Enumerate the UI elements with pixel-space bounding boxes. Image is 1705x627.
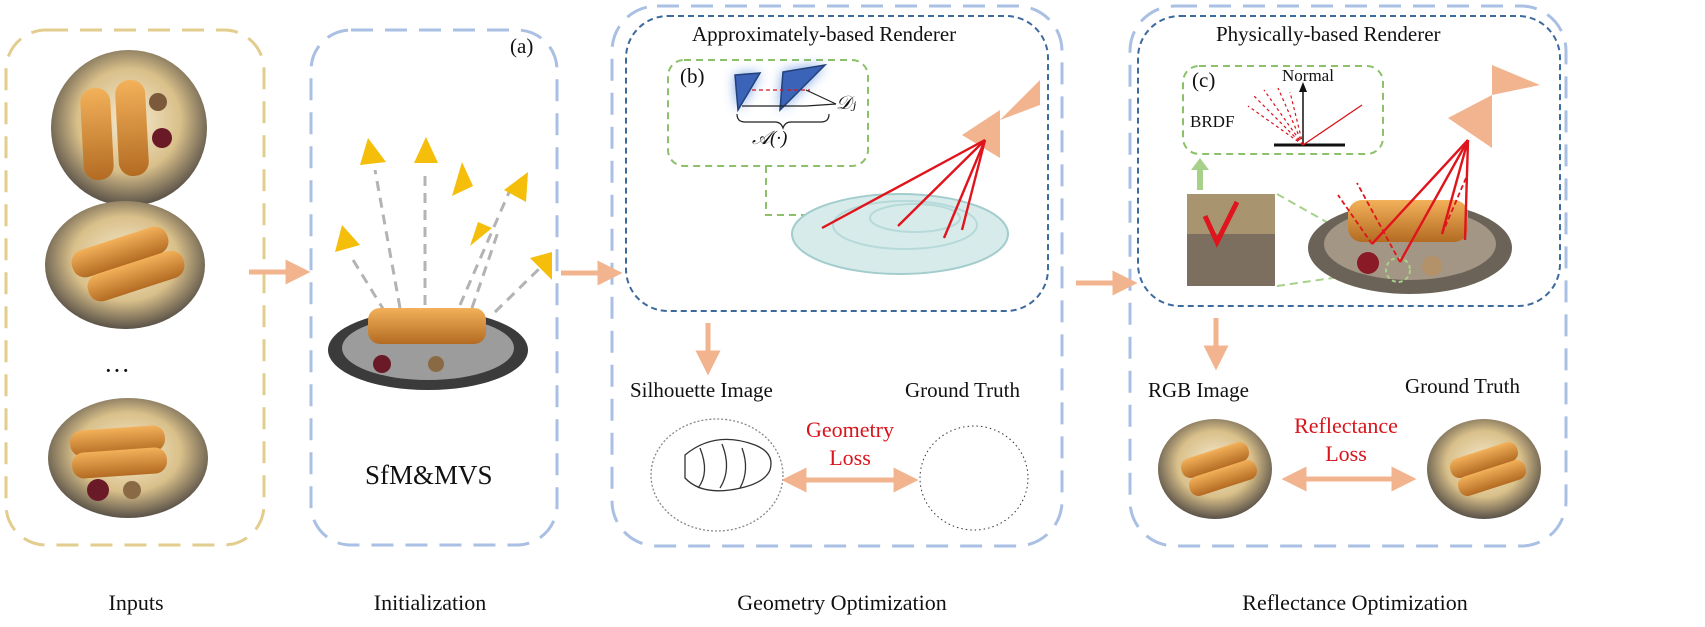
- rendered-plate-image: [1308, 200, 1512, 294]
- camera-frustum-icon: [1448, 65, 1540, 148]
- reflectance-caption: Reflectance Optimization: [1242, 590, 1468, 615]
- physical-renderer-title: Physically-based Renderer: [1216, 22, 1441, 46]
- point-cloud-image: [328, 308, 528, 390]
- triangle-glow-icon: [734, 63, 837, 130]
- reflectance-loss-line1: Reflectance: [1294, 413, 1398, 438]
- method-label: SfM&MVS: [365, 460, 493, 490]
- tag-a: (a): [510, 34, 534, 58]
- normal-label: Normal: [1282, 66, 1334, 85]
- mesh-wireframe: [791, 193, 1009, 275]
- input-plate-2: [45, 201, 205, 329]
- math-a: 𝒜(·): [752, 128, 788, 149]
- rgb-image-label: RGB Image: [1148, 378, 1249, 402]
- input-plate-1: [51, 50, 207, 206]
- brdf-label: BRDF: [1190, 112, 1235, 131]
- inset-c: [1182, 65, 1384, 155]
- reflectance-loss-label: Reflectance Loss: [1286, 412, 1406, 468]
- initialization-caption: Initialization: [373, 590, 487, 615]
- inset-b: [667, 59, 869, 167]
- ground-truth-silhouette: [919, 425, 1029, 531]
- input-plate-n: [48, 398, 208, 518]
- physical-rays: [1337, 139, 1470, 263]
- tag-c: (c): [1192, 68, 1216, 92]
- reflectance-ground-truth-label: Ground Truth: [1405, 374, 1520, 398]
- inputs-panel: [4, 28, 266, 547]
- reflectance-loss-line2: Loss: [1325, 441, 1367, 466]
- ground-truth-plate: [1427, 419, 1541, 519]
- brdf-diagram-icon: [1247, 82, 1363, 147]
- ellipsis-text: ···: [104, 356, 130, 385]
- rgb-image-plate: [1158, 419, 1272, 519]
- render-rays: [821, 138, 987, 239]
- math-dj: 𝒟ⱼ: [836, 93, 857, 114]
- camera-cone-icons: [335, 137, 552, 280]
- camera-rays: [348, 169, 542, 314]
- geometry-loss-line2: Loss: [829, 445, 871, 470]
- camera-frustum-icon: [962, 80, 1040, 158]
- zoom-crop-image: [1187, 194, 1275, 286]
- silhouette-label: Silhouette Image: [630, 378, 773, 402]
- geometry-ground-truth-label: Ground Truth: [905, 378, 1020, 402]
- geometry-loss-label: Geometry Loss: [790, 416, 910, 472]
- approx-renderer-title: Approximately-based Renderer: [692, 22, 957, 46]
- inputs-caption: Inputs: [108, 590, 164, 615]
- physical-renderer-box: [1137, 15, 1561, 307]
- approx-renderer-box: [625, 15, 1049, 312]
- silhouette-image: [650, 418, 784, 532]
- initialization-panel: [309, 28, 559, 547]
- geometry-loss-line1: Geometry: [806, 417, 894, 442]
- geometry-caption: Geometry Optimization: [737, 590, 947, 615]
- tag-b: (b): [680, 64, 705, 88]
